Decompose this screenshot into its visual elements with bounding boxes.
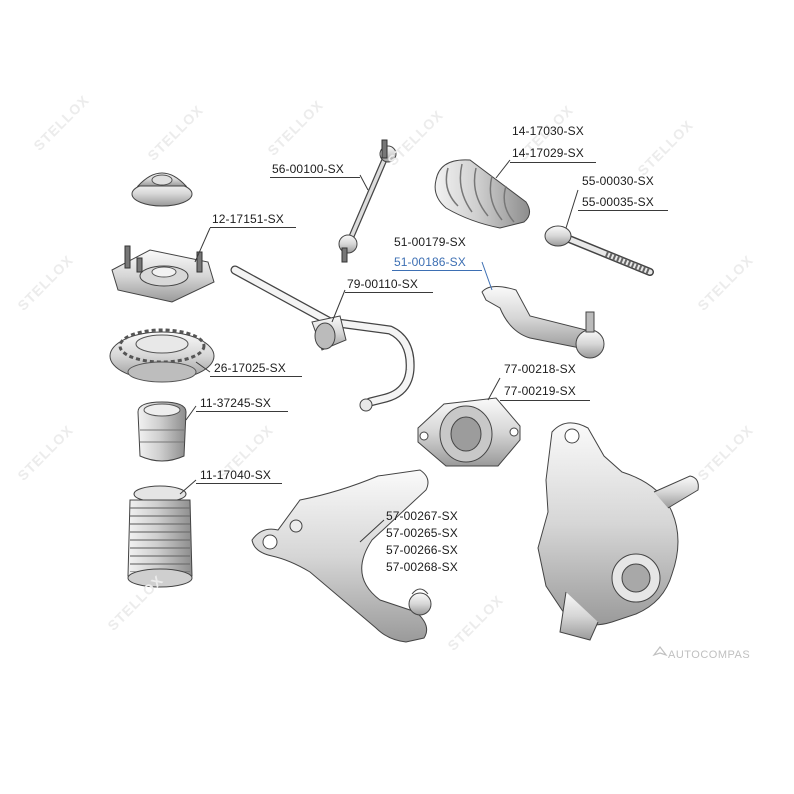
arm-bushing <box>417 397 521 467</box>
inner-tie-rod <box>544 225 654 276</box>
label-strut-mount: 12-17151-SX <box>212 212 284 226</box>
label-underline <box>196 411 288 412</box>
label-underline <box>210 227 296 228</box>
label-underline <box>510 162 596 163</box>
strut-cap <box>131 172 193 207</box>
label-stabilizer-bushing: 79-00110-SX <box>347 277 418 291</box>
label-tie-rod-end-2: 51-00186-SX <box>394 255 466 269</box>
autocompas-logo-icon <box>652 646 668 657</box>
label-underline <box>270 177 360 178</box>
label-tie-rod-2: 55-00035-SX <box>582 195 654 209</box>
label-rack-boot-2: 14-17029-SX <box>512 146 584 160</box>
label-tie-rod-end-1: 51-00179-SX <box>394 235 466 249</box>
label-dust-boot: 11-17040-SX <box>200 468 271 482</box>
tie-rod-end <box>481 286 605 359</box>
stabilizer-link <box>338 139 397 263</box>
label-arm-bushing-2: 77-00219-SX <box>504 384 576 398</box>
rack-boot <box>434 159 530 229</box>
label-bump-stop: 11-37245-SX <box>200 396 271 410</box>
steering-knuckle <box>537 422 699 641</box>
label-underline <box>392 270 482 271</box>
dust-boot <box>127 485 193 588</box>
strut-mount <box>111 245 215 303</box>
brand-text: AUTOCOMPAS <box>668 649 751 661</box>
label-underline <box>578 210 668 211</box>
label-arm-bushing-1: 77-00218-SX <box>504 362 576 376</box>
stabilizer-bushing <box>311 315 347 351</box>
label-underline <box>196 483 282 484</box>
label-control-arm-3: 57-00266-SX <box>386 543 458 557</box>
label-coil-seat: 26-17025-SX <box>214 361 286 375</box>
bump-stop <box>137 401 187 462</box>
label-control-arm-1: 57-00267-SX <box>386 509 458 523</box>
label-stabilizer-link: 56-00100-SX <box>272 162 344 176</box>
coil-seat <box>109 328 215 383</box>
lower-control-arm <box>251 469 432 643</box>
label-control-arm-4: 57-00268-SX <box>386 560 458 574</box>
label-control-arm-2: 57-00265-SX <box>386 526 458 540</box>
label-underline <box>345 292 433 293</box>
stabilizer-bar <box>230 265 415 412</box>
label-rack-boot-1: 14-17030-SX <box>512 124 584 138</box>
label-tie-rod-1: 55-00030-SX <box>582 174 654 188</box>
label-underline <box>500 400 590 401</box>
label-underline <box>210 376 302 377</box>
